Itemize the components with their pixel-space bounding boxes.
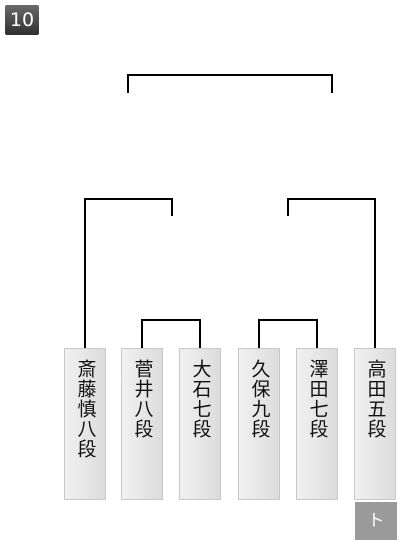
player-name: 高田五段 [364, 359, 387, 439]
player-card[interactable]: 斎藤慎八段 [64, 348, 106, 500]
player-name: 菅井八段 [131, 359, 154, 439]
player-card[interactable]: 澤田七段 [296, 348, 338, 500]
player-card[interactable]: 菅井八段 [121, 348, 163, 500]
bracket-line-r1-right [258, 319, 318, 348]
bracket-line-semi-left [84, 198, 173, 348]
player-name: 澤田七段 [306, 359, 329, 439]
player-name: 大石七段 [189, 359, 212, 439]
round-badge: 10 [5, 5, 39, 35]
player-card[interactable]: 久保九段 [238, 348, 280, 500]
bracket-line-final [127, 74, 333, 93]
bracket-line-r1-left [141, 319, 201, 348]
player-card[interactable]: 高田五段 [354, 348, 396, 500]
result-marker: ト [355, 502, 397, 540]
player-name: 斎藤慎八段 [74, 359, 97, 459]
bracket-line-semi-right [287, 198, 376, 348]
player-name: 久保九段 [248, 359, 271, 439]
player-card[interactable]: 大石七段 [179, 348, 221, 500]
